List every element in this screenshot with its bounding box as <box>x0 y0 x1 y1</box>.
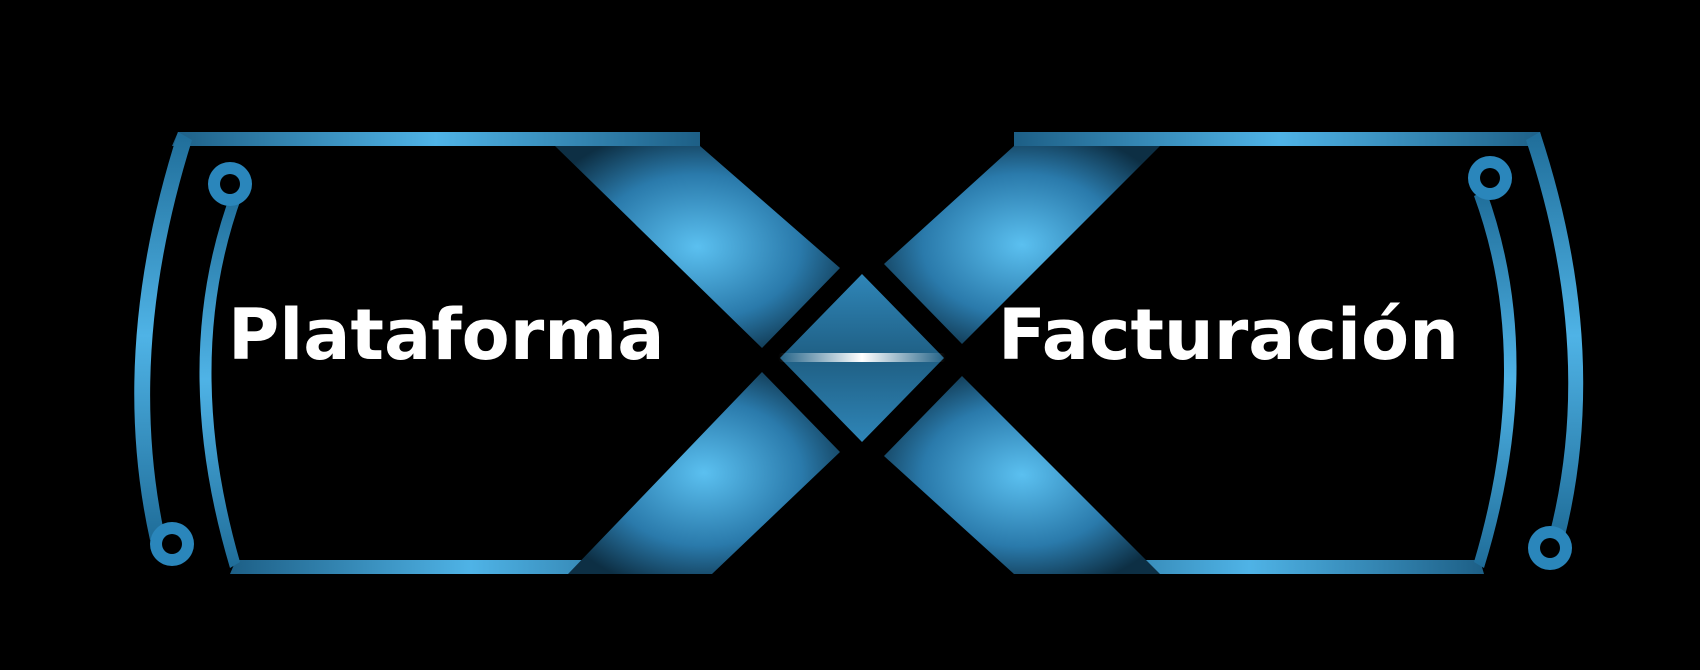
node-bottom-right <box>1528 526 1572 570</box>
node-top-left <box>208 162 252 206</box>
x-arm-top-left <box>555 146 840 348</box>
node-top-right <box>1468 156 1512 200</box>
center-glow-line <box>778 353 946 362</box>
x-arm-bottom-right <box>884 376 1160 574</box>
right-outer-arc <box>1526 132 1584 540</box>
top-left-bar <box>172 132 700 146</box>
x-arm-top-right <box>884 146 1160 344</box>
node-bottom-left <box>150 522 194 566</box>
right-inner-arc <box>1474 190 1517 568</box>
left-outer-arc <box>134 132 192 540</box>
right-word: Facturación <box>998 294 1459 376</box>
top-right-bar <box>1014 132 1544 146</box>
left-inner-arc <box>199 190 242 568</box>
x-arm-bottom-left <box>568 372 840 574</box>
left-word: Plataforma <box>228 294 665 376</box>
